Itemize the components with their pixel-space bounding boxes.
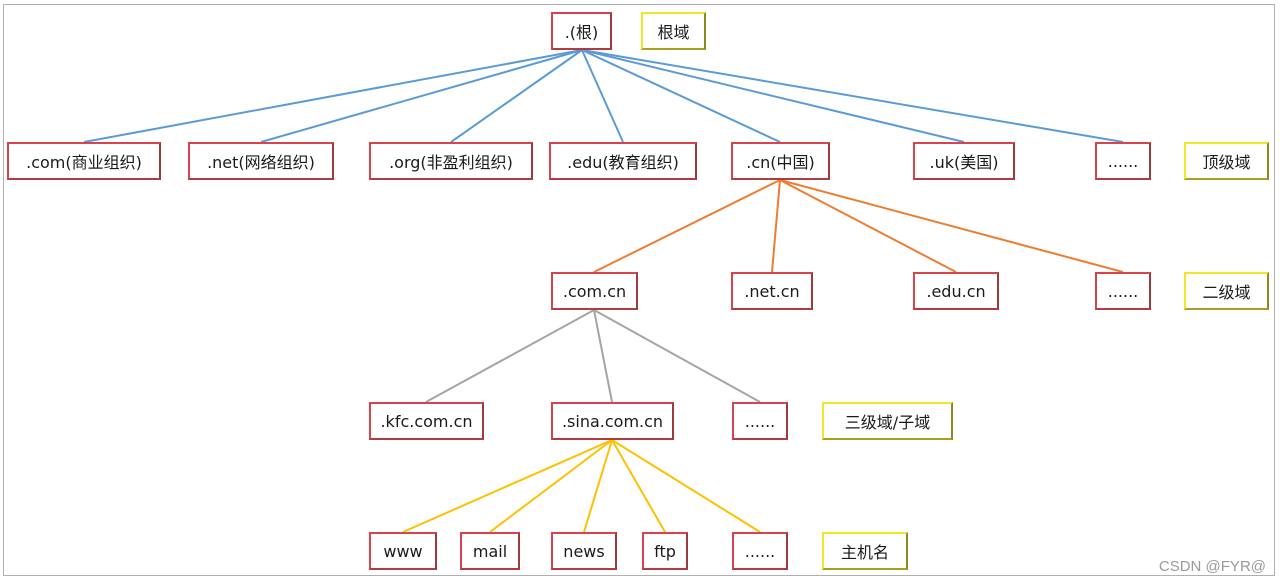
- root-links: [83, 49, 1124, 143]
- link-sina-to-news: [583, 439, 613, 533]
- link-cn-to-net-cn: [771, 179, 781, 273]
- level-label-host: 主机名: [822, 532, 908, 570]
- node-sld-edu-cn: .edu.cn: [913, 272, 999, 310]
- link-root-to-org: [450, 49, 583, 143]
- level-label-tld: 顶级域: [1184, 142, 1269, 180]
- node-third-kfc: .kfc.com.cn: [369, 402, 484, 440]
- node-sld-more: ......: [1095, 272, 1151, 310]
- link-sina-to-www: [402, 439, 613, 533]
- node-host-ftp: ftp: [642, 532, 688, 570]
- link-cn-to-more: [779, 179, 1124, 273]
- node-host-more: ......: [732, 532, 788, 570]
- link-root-to-com: [83, 49, 583, 143]
- level-label-sld: 二级域: [1184, 272, 1269, 310]
- node-third-sina: .sina.com.cn: [551, 402, 674, 440]
- node-tld-more: ......: [1095, 142, 1151, 180]
- link-comcn-to-kfc: [425, 309, 595, 403]
- link-comcn-to-more: [593, 309, 761, 403]
- watermark: CSDN @FYR@: [1158, 558, 1266, 575]
- link-root-to-more: [581, 49, 1124, 143]
- node-tld-edu: .edu(教育组织): [549, 142, 697, 180]
- node-host-mail: mail: [460, 532, 520, 570]
- link-cn-to-edu-cn: [779, 179, 957, 273]
- node-tld-org: .org(非盈利组织): [369, 142, 533, 180]
- node-root: .(根): [551, 12, 612, 50]
- link-cn-to-com-cn: [593, 179, 781, 273]
- link-sina-to-more: [611, 439, 761, 533]
- level-label-third: 三级域/子域: [822, 402, 953, 440]
- node-sld-net-cn: .net.cn: [731, 272, 813, 310]
- link-root-to-cn: [581, 49, 781, 143]
- node-tld-com: .com(商业组织): [7, 142, 161, 180]
- node-sld-com-cn: .com.cn: [551, 272, 638, 310]
- link-comcn-to-sina: [593, 309, 613, 403]
- node-tld-net: .net(网络组织): [188, 142, 334, 180]
- node-host-news: news: [551, 532, 617, 570]
- node-tld-cn: .cn(中国): [731, 142, 830, 180]
- level-label-root: 根域: [641, 12, 706, 50]
- link-sina-to-ftp: [611, 439, 666, 533]
- sina-links: [402, 439, 761, 533]
- link-root-to-uk: [581, 49, 965, 143]
- node-third-more: ......: [732, 402, 788, 440]
- cn-links: [593, 179, 1124, 273]
- node-tld-uk: .uk(美国): [913, 142, 1015, 180]
- diagram-frame: [3, 4, 1275, 576]
- link-root-to-net: [260, 49, 583, 143]
- node-host-www: www: [369, 532, 437, 570]
- link-root-to-edu: [581, 49, 624, 143]
- link-sina-to-mail: [489, 439, 613, 533]
- com-cn-links: [425, 309, 761, 403]
